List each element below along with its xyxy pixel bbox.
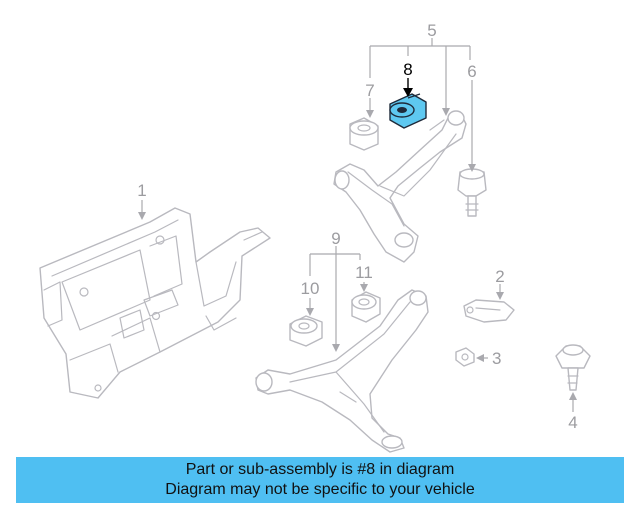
bump-stop-pad: [463, 299, 515, 323]
info-banner: Part or sub-assembly is #8 in diagram Di…: [16, 457, 624, 503]
callout-3: 3: [492, 349, 501, 368]
leader-lines: [138, 38, 577, 412]
callout-4: 4: [568, 413, 577, 432]
upper-control-arm: [333, 110, 467, 263]
banner-line-1: Part or sub-assembly is #8 in diagram: [185, 461, 455, 478]
exploded-parts-diagram: 1 2 3 4 5 6 7 8 9 10 11: [39, 21, 591, 453]
callout-1: 1: [137, 181, 146, 200]
callout-11: 11: [355, 263, 373, 282]
bushing-8-highlighted[interactable]: [389, 93, 427, 129]
callout-9: 9: [331, 229, 340, 248]
callout-7: 7: [365, 81, 374, 100]
subframe-crossmember: [39, 207, 271, 399]
callout-numbers: 1 2 3 4 5 6 7 8 9 10 11: [137, 21, 577, 432]
nut: [455, 347, 475, 367]
lower-control-arm: [255, 289, 429, 453]
banner-line-2: Diagram may not be specific to your vehi…: [165, 481, 475, 498]
callout-6: 6: [467, 62, 476, 81]
callout-8: 8: [403, 60, 412, 79]
callout-2: 2: [495, 267, 504, 286]
bushing-11: [351, 291, 381, 323]
callout-5: 5: [427, 21, 436, 40]
bushing-10: [289, 315, 323, 347]
upper-ball-joint: [457, 168, 487, 217]
callout-10: 10: [301, 279, 320, 298]
lower-ball-joint: [555, 344, 591, 391]
bushing-7: [349, 117, 379, 151]
